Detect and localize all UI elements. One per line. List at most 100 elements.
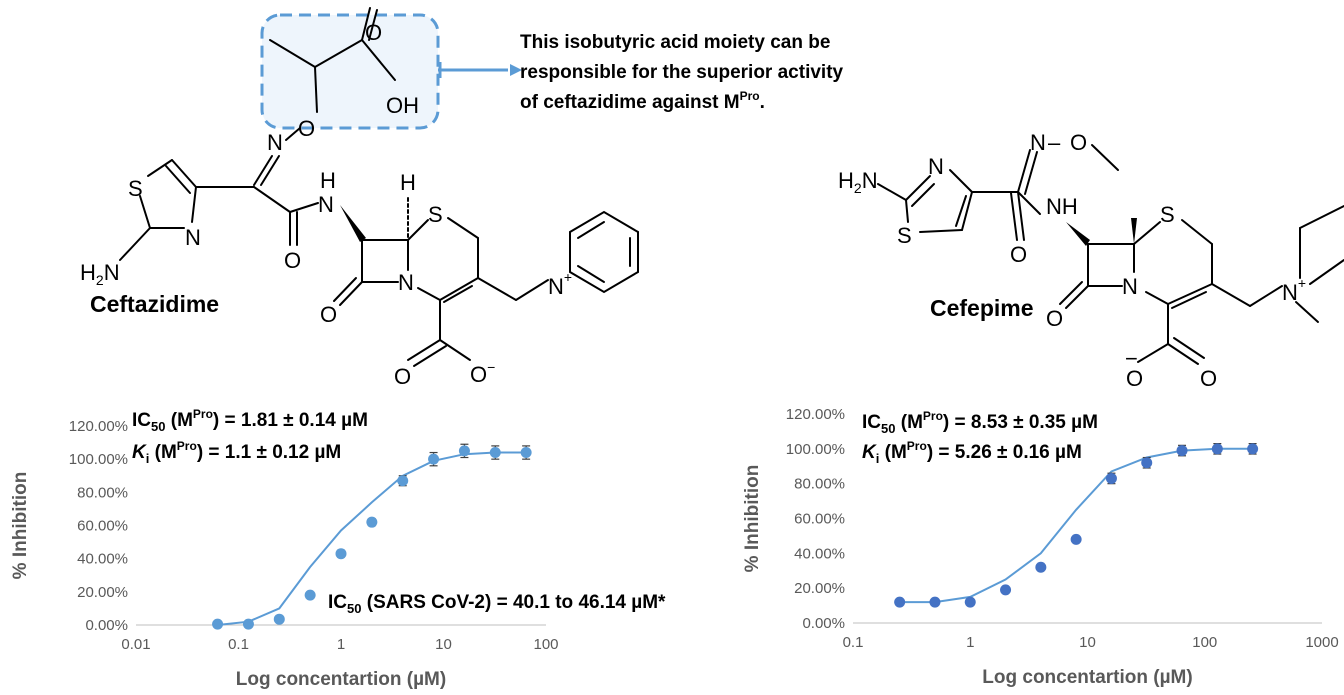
svg-text:−: − [1125,346,1138,371]
ceftazidime-structure: O OH O N S N H2N O N H O N [80,7,639,389]
callout-line-3: of ceftazidime against MPro. [520,89,765,113]
x-tick-label: 1 [966,634,974,651]
svg-text:O: O [320,302,337,327]
svg-text:O: O [1046,306,1063,331]
data-point [964,596,976,608]
data-point [489,447,501,459]
x-axis-title: Log concentartion (µM) [236,669,446,690]
svg-text:N: N [185,225,201,250]
data-point [1035,561,1047,573]
svg-text:N: N [1030,130,1046,155]
svg-text:NH: NH [1046,194,1078,219]
y-tick-label: 80.00% [77,484,128,501]
x-tick-label: 10 [1079,634,1096,651]
data-point [304,589,316,601]
chart2-ic50-annotation: IC50 (MPro) = 8.53 ± 0.35 µM [862,409,1098,436]
chart2-ki-annotation: Ki (MPro) = 5.26 ± 0.16 µM [862,439,1082,466]
data-point [428,453,440,465]
data-point [458,445,470,457]
data-point [273,613,285,625]
data-point [1176,445,1188,457]
svg-text:O: O [394,364,411,389]
fit-curve [217,451,527,626]
svg-text:O: O [1200,366,1217,391]
chart1-ic50-annotation: IC50 (MPro) = 1.81 ± 0.14 µM [132,407,368,434]
data-point [1000,584,1012,596]
data-point [1247,443,1259,455]
svg-text:H: H [320,168,336,193]
y-tick-label: 80.00% [794,476,845,493]
y-tick-label: 100.00% [69,451,128,468]
svg-text:H2N: H2N [80,260,120,288]
svg-text:O: O [284,248,301,273]
x-tick-label: 1 [337,636,345,653]
svg-text:O: O [365,20,382,45]
y-tick-label: 20.00% [77,584,128,601]
svg-text:O: O [298,116,315,141]
svg-text:H: H [400,170,416,195]
svg-text:S: S [428,202,443,227]
fit-curve [899,447,1253,604]
data-point [1141,457,1153,469]
data-point [366,516,378,528]
y-tick-label: 0.00% [85,617,128,634]
x-tick-label: 100 [1192,634,1217,651]
ceftazidime-chart: IC50 (MPro) = 1.81 ± 0.14 µM Ki (MPro) =… [10,407,666,690]
svg-text:S: S [897,223,912,248]
callout-line-2: responsible for the superior activity [520,62,844,83]
x-tick-label: 100 [533,636,558,653]
data-point [1070,533,1082,545]
svg-text:N: N [398,270,414,295]
svg-text:H2N: H2N [838,168,878,196]
x-tick-label: 0.1 [228,636,249,653]
svg-text:O: O [1126,366,1143,391]
x-tick-label: 0.01 [121,636,150,653]
callout: This isobutyric acid moiety can be respo… [260,13,844,130]
cefepime-name: Cefepime [930,295,1034,321]
svg-text:O−: O− [470,359,495,387]
svg-text:N: N [318,192,334,217]
data-point [397,475,409,487]
callout-arrow-head [510,64,522,76]
y-axis-title: % Inhibition [10,472,31,580]
x-tick-label: 0.1 [843,634,864,651]
svg-text:O: O [1010,242,1027,267]
svg-text:N: N [928,154,944,179]
svg-text:N: N [267,130,283,155]
y-tick-label: 20.00% [794,580,845,597]
y-tick-label: 120.00% [69,418,128,435]
svg-text:N+: N+ [548,269,572,299]
y-tick-label: 60.00% [77,518,128,535]
callout-box [260,13,440,130]
y-tick-label: 100.00% [786,441,845,458]
x-axis-title: Log concentartion (µM) [982,667,1192,688]
data-point [1211,443,1223,455]
chart1-ki-annotation: Ki (MPro) = 1.1 ± 0.12 µM [132,439,341,466]
data-point [894,596,906,608]
data-point [1105,472,1117,484]
y-tick-label: 120.00% [786,406,845,423]
data-point [242,618,254,630]
ceftazidime-name: Ceftazidime [90,291,219,317]
callout-line-1: This isobutyric acid moiety can be [520,32,830,53]
data-point [520,447,532,459]
data-point [212,618,224,630]
svg-text:S: S [1160,202,1175,227]
y-tick-label: 0.00% [802,615,845,632]
svg-text:–: – [1048,130,1061,155]
y-axis-title: % Inhibition [742,465,763,573]
x-tick-label: 10 [435,636,452,653]
svg-text:O: O [1070,130,1087,155]
data-point [335,548,347,560]
svg-text:N: N [1122,274,1138,299]
svg-text:OH: OH [386,93,419,118]
y-tick-label: 40.00% [794,545,845,562]
y-tick-label: 60.00% [794,511,845,528]
cefepime-structure: H2N N S N – O O NH O N S [838,130,1344,391]
chart1-sars-annotation: IC50 (SARS CoV-2) = 40.1 to 46.14 µM* [328,592,666,616]
svg-text:N+: N+ [1282,275,1306,305]
data-point [929,596,941,608]
cefepime-chart: IC50 (MPro) = 8.53 ± 0.35 µM Ki (MPro) =… [742,406,1339,688]
svg-text:S: S [128,176,143,201]
